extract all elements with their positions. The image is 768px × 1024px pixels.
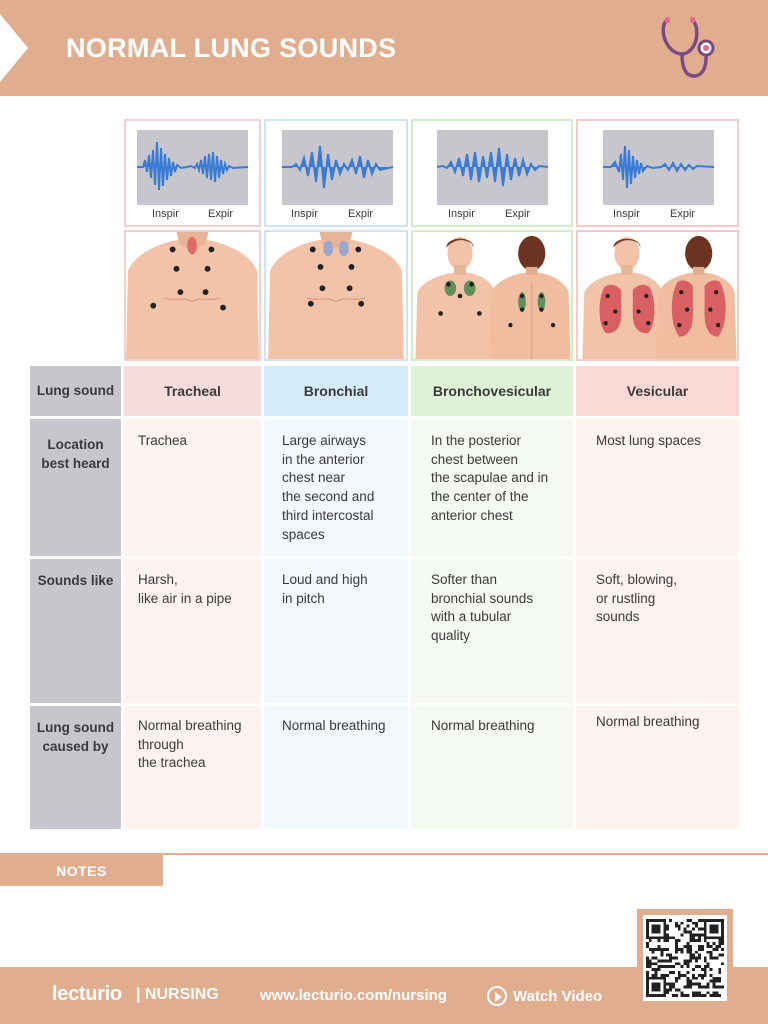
cell-vesicular-caused-by: Normal breathing bbox=[576, 706, 739, 829]
lecturio-logo[interactable]: lecturio bbox=[52, 983, 122, 1005]
row-label-caused-by: Lung sound caused by bbox=[30, 706, 121, 829]
cell-bronchovesicular-sounds-like: Softer than bronchial sounds with a tubu… bbox=[411, 559, 573, 703]
cell-vesicular-location: Most lung spaces bbox=[576, 419, 739, 556]
cell-tracheal-caused-by: Normal breathing through the trachea bbox=[124, 706, 261, 829]
header-notch bbox=[0, 14, 28, 82]
expir-label: Expir bbox=[670, 208, 696, 220]
inspir-label: Inspir bbox=[613, 208, 640, 220]
waveform-tracheal: Inspir Expir bbox=[124, 119, 261, 227]
torso-bronchial bbox=[264, 230, 408, 361]
torso-bronchovesicular bbox=[411, 230, 573, 361]
inspir-label: Inspir bbox=[448, 208, 475, 220]
column-head-tracheal: Tracheal bbox=[124, 366, 261, 416]
column-head-bronchial: Bronchial bbox=[264, 366, 408, 416]
watch-video-button[interactable]: Watch Video bbox=[487, 986, 602, 1006]
stethoscope-icon bbox=[661, 17, 715, 78]
cell-vesicular-sounds-like: Soft, blowing, or rustling sounds bbox=[576, 559, 739, 703]
cell-bronchovesicular-caused-by: Normal breathing bbox=[411, 706, 573, 829]
header-banner: NORMAL LUNG SOUNDS bbox=[0, 0, 768, 96]
expir-label: Expir bbox=[505, 208, 531, 220]
footer-url-link[interactable]: www.lecturio.com/nursing bbox=[260, 987, 447, 1004]
notes-label: NOTES bbox=[0, 855, 163, 886]
waveform-graph bbox=[282, 145, 393, 189]
torso-illustration bbox=[268, 232, 404, 359]
page-title: NORMAL LUNG SOUNDS bbox=[66, 33, 397, 63]
inspir-label: Inspir bbox=[152, 208, 179, 220]
column-head-bronchovesicular: Bronchovesicular bbox=[411, 366, 573, 416]
waveform-graph bbox=[603, 145, 714, 189]
waveform-graph bbox=[437, 147, 548, 187]
waveform-vesicular: Inspir Expir bbox=[576, 119, 739, 227]
expir-label: Expir bbox=[348, 208, 374, 220]
cell-bronchial-sounds-like: Loud and high in pitch bbox=[264, 559, 408, 703]
waveform-bronchial: Inspir Expir bbox=[264, 119, 408, 227]
row-label-location: Location best heard bbox=[30, 419, 121, 556]
cell-bronchial-caused-by: Normal breathing bbox=[264, 706, 408, 829]
torso-tracheal bbox=[124, 230, 261, 361]
torso-vesicular bbox=[576, 230, 739, 361]
waveform-graph bbox=[137, 141, 248, 191]
cell-bronchial-location: Large airways in the anterior chest near… bbox=[264, 419, 408, 556]
footer-section-label: | NURSING bbox=[136, 986, 219, 1003]
torso-illustration bbox=[582, 235, 737, 359]
torso-illustration bbox=[415, 235, 571, 359]
qr-code-icon bbox=[643, 915, 727, 1001]
cell-tracheal-sounds-like: Harsh, like air in a pipe bbox=[124, 559, 261, 703]
expir-label: Expir bbox=[208, 208, 234, 220]
cell-bronchovesicular-location: In the posterior chest between the scapu… bbox=[411, 419, 573, 556]
notes-divider bbox=[0, 853, 768, 855]
header-row-label: Lung sound bbox=[30, 366, 121, 416]
torso-illustration bbox=[126, 232, 259, 359]
qr-code[interactable] bbox=[637, 909, 733, 1007]
cell-tracheal-location: Trachea bbox=[124, 419, 261, 556]
inspir-label: Inspir bbox=[291, 208, 318, 220]
play-icon bbox=[487, 986, 507, 1006]
column-head-vesicular: Vesicular bbox=[576, 366, 739, 416]
waveform-bronchovesicular: Inspir Expir bbox=[411, 119, 573, 227]
row-label-sounds-like: Sounds like bbox=[30, 559, 121, 703]
watch-video-label: Watch Video bbox=[513, 987, 603, 1005]
